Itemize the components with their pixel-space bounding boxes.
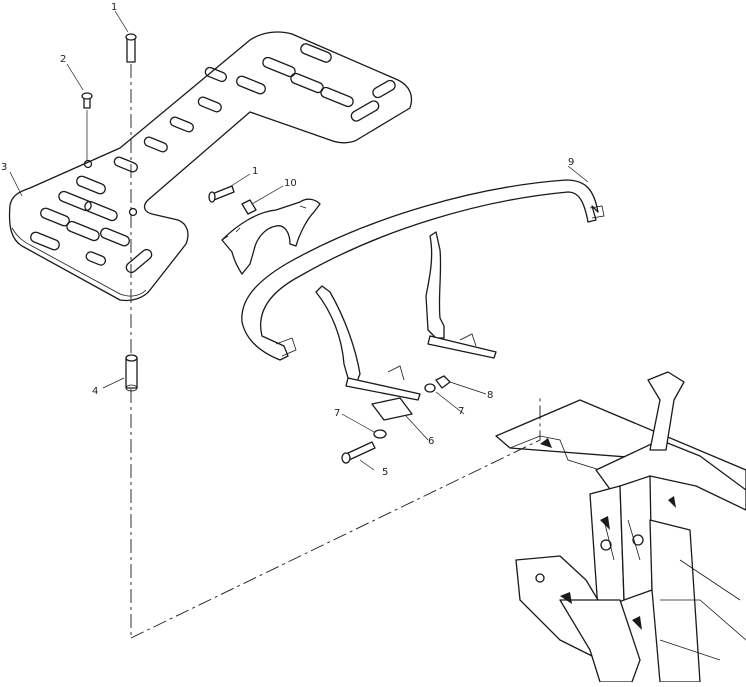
plate-part-6 (371, 397, 413, 421)
callout-8: 8 (487, 390, 493, 401)
washer-part-10 (241, 199, 257, 215)
chassis-frame (495, 371, 746, 683)
rack-tube-part-9 (241, 179, 605, 401)
bolt-part-5 (341, 441, 376, 464)
callout-7b: 7 (458, 406, 464, 417)
screw-part-2 (81, 92, 93, 109)
callout-7a: 7 (334, 408, 340, 419)
nut-part-8 (435, 375, 451, 389)
callout-1a: 1 (111, 2, 117, 13)
callout-1b: 1 (252, 166, 258, 177)
spacer-part-4 (125, 354, 138, 392)
rack-bolt-hole-left (83, 159, 93, 169)
callout-labels: 1 2 3 4 1 10 9 8 7 7 6 5 (1, 2, 574, 478)
callout-leaders (9, 10, 589, 471)
callout-10: 10 (284, 178, 297, 189)
assembly-line-diagonal (130, 398, 541, 639)
rack-slots (30, 43, 396, 274)
guard-bracket (221, 198, 321, 275)
screw-part-1 (125, 33, 137, 63)
callout-2: 2 (60, 54, 66, 65)
washer-part-7a (373, 429, 387, 439)
washer-part-7b (424, 383, 436, 393)
callout-6: 6 (428, 436, 434, 447)
callout-9: 9 (568, 157, 574, 168)
callout-3: 3 (1, 162, 7, 173)
callout-4: 4 (92, 386, 98, 397)
rack-bolt-hole-right (128, 207, 138, 217)
callout-5: 5 (382, 467, 388, 478)
rear-rack (8, 31, 413, 302)
screw-part-1b (208, 185, 235, 203)
